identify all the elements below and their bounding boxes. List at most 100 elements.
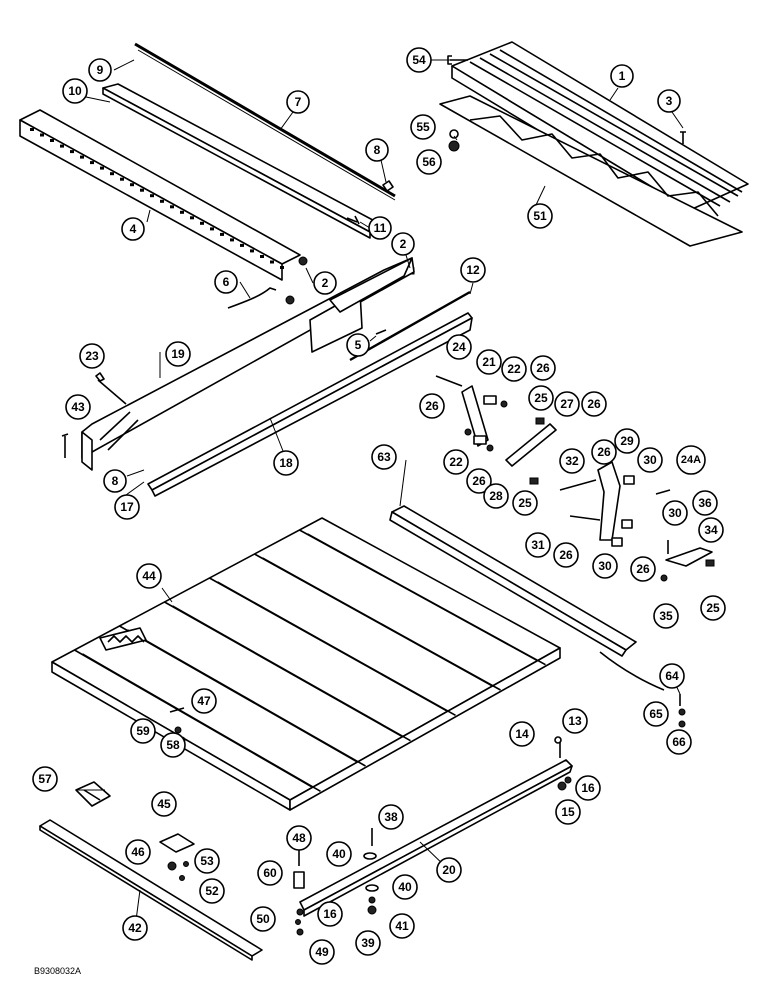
callout-23: 23 xyxy=(79,343,105,369)
callout-26: 26 xyxy=(466,468,492,494)
svg-text:43: 43 xyxy=(71,400,85,414)
part-26-washer xyxy=(486,444,494,452)
part-59-washer xyxy=(174,726,182,734)
callout-21: 21 xyxy=(476,349,502,375)
callout-36: 36 xyxy=(692,490,718,516)
channel-hole xyxy=(190,216,194,220)
callout-52: 52 xyxy=(199,878,225,904)
callout-30: 30 xyxy=(592,553,618,579)
svg-text:41: 41 xyxy=(395,919,409,933)
callout-30: 30 xyxy=(637,447,663,473)
callout-3: 3 xyxy=(657,89,681,113)
callout-41: 41 xyxy=(389,913,415,939)
channel-hole xyxy=(100,166,104,170)
svg-text:44: 44 xyxy=(142,569,156,583)
part-2-washer xyxy=(285,295,295,305)
part-12-rod xyxy=(349,290,471,362)
part-16-washer xyxy=(564,776,572,784)
callout-26: 26 xyxy=(630,556,656,582)
part-29-bracket xyxy=(597,461,621,541)
callout-25: 25 xyxy=(512,490,538,516)
svg-text:26: 26 xyxy=(559,548,573,562)
callout-16: 16 xyxy=(575,775,601,801)
callout-35: 35 xyxy=(653,603,679,629)
part-8-pin xyxy=(382,180,394,192)
svg-text:40: 40 xyxy=(398,880,412,894)
svg-text:26: 26 xyxy=(597,445,611,459)
svg-text:36: 36 xyxy=(698,496,712,510)
callout-20: 20 xyxy=(436,857,462,883)
svg-text:6: 6 xyxy=(223,275,230,289)
svg-text:55: 55 xyxy=(416,120,430,134)
callout-59: 59 xyxy=(130,718,156,744)
channel-hole xyxy=(180,210,184,214)
svg-text:42: 42 xyxy=(128,921,142,935)
svg-text:63: 63 xyxy=(377,450,391,464)
channel-hole xyxy=(80,155,84,159)
svg-text:26: 26 xyxy=(425,399,439,413)
svg-text:8: 8 xyxy=(112,474,119,488)
channel-hole xyxy=(110,172,114,176)
svg-text:52: 52 xyxy=(205,884,219,898)
callout-56: 56 xyxy=(416,149,442,175)
svg-text:13: 13 xyxy=(568,714,582,728)
linkage-parts xyxy=(435,375,715,582)
svg-text:22: 22 xyxy=(449,455,463,469)
callout-18: 18 xyxy=(273,450,299,476)
frame-slat-edge xyxy=(82,653,321,792)
svg-text:22: 22 xyxy=(507,362,521,376)
callout-26: 26 xyxy=(553,542,579,568)
svg-text:45: 45 xyxy=(157,797,171,811)
callout-50: 50 xyxy=(250,906,276,932)
callout-49: 49 xyxy=(309,939,335,965)
part-65-washer xyxy=(678,708,686,716)
callout-45: 45 xyxy=(151,791,177,817)
callout-29: 29 xyxy=(614,428,640,454)
svg-text:26: 26 xyxy=(587,397,601,411)
part-drawings xyxy=(19,41,749,961)
svg-text:30: 30 xyxy=(668,506,682,520)
callout-60: 60 xyxy=(257,860,283,886)
part-46-bolt xyxy=(167,861,177,871)
frame-slat-edge xyxy=(307,533,546,666)
callout-53: 53 xyxy=(194,848,220,874)
part-3-bolt xyxy=(680,131,686,144)
part-11-bolt xyxy=(346,215,360,225)
svg-text:24A: 24A xyxy=(681,454,701,466)
callout-58: 58 xyxy=(160,732,186,758)
callout-22: 22 xyxy=(443,449,469,475)
svg-text:25: 25 xyxy=(706,601,720,615)
part-50-washer xyxy=(295,919,301,925)
svg-text:28: 28 xyxy=(489,489,503,503)
part-32-bolt xyxy=(559,479,597,491)
leader-lines xyxy=(76,59,684,929)
svg-text:56: 56 xyxy=(422,155,436,169)
svg-text:49: 49 xyxy=(315,945,329,959)
callout-48: 48 xyxy=(286,825,312,851)
callout-46: 46 xyxy=(125,839,151,865)
svg-text:54: 54 xyxy=(412,53,426,67)
callout-13: 13 xyxy=(562,708,588,734)
channel-hole xyxy=(70,150,74,154)
part-10-plate xyxy=(102,83,385,239)
svg-text:32: 32 xyxy=(565,454,579,468)
svg-text:5: 5 xyxy=(355,338,362,352)
callout-14: 14 xyxy=(509,721,535,747)
callout-10: 10 xyxy=(62,78,88,104)
part-40-washer xyxy=(365,884,379,892)
part-42-strap xyxy=(39,819,263,961)
callout-7: 7 xyxy=(286,90,310,114)
drawing-reference-code: B9308032A xyxy=(34,966,81,976)
channel-hole xyxy=(200,221,204,225)
callout-26: 26 xyxy=(419,393,445,419)
svg-text:60: 60 xyxy=(263,866,277,880)
svg-text:39: 39 xyxy=(361,936,375,950)
svg-text:59: 59 xyxy=(136,724,150,738)
part-60-spacer xyxy=(293,871,305,889)
callout-12: 12 xyxy=(460,257,486,283)
part-34-plate xyxy=(665,547,713,567)
part-15-nut xyxy=(557,781,567,791)
svg-text:16: 16 xyxy=(323,907,337,921)
callout-25: 25 xyxy=(700,595,726,621)
part-25-nut xyxy=(529,477,539,485)
